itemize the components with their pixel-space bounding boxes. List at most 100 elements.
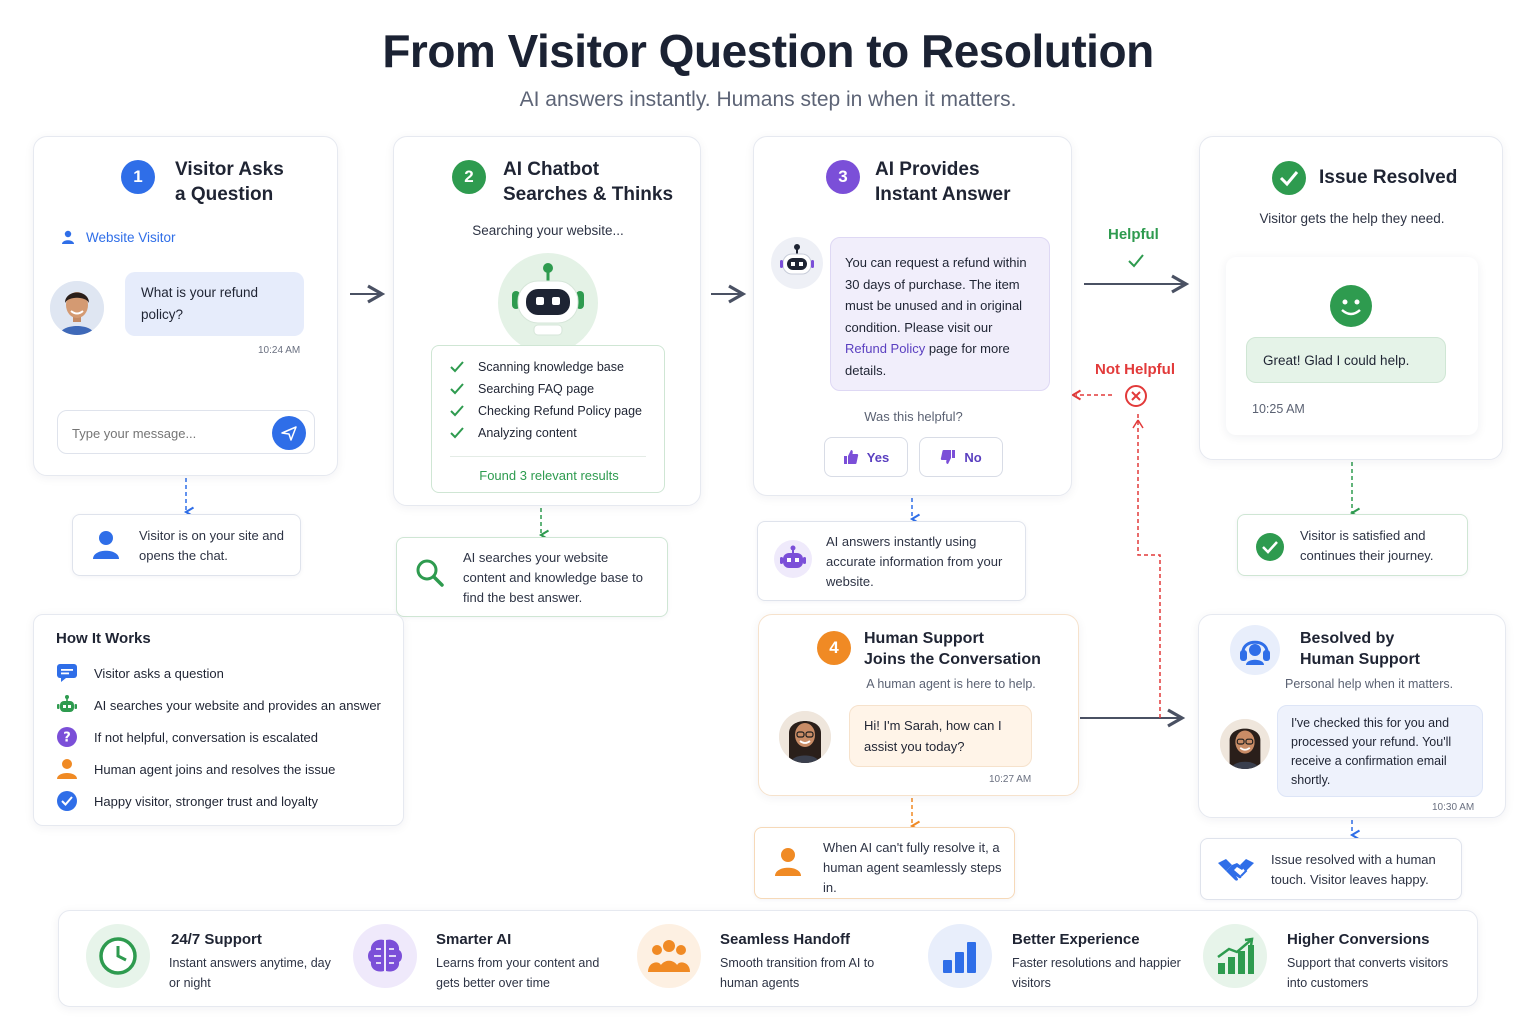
search-checklist-box: Scanning knowledge base Searching FAQ pa… (431, 345, 665, 493)
step1-note-text: Visitor is on your site and opens the ch… (139, 528, 284, 563)
checklist-label: Analyzing content (478, 426, 577, 440)
feature-title: Seamless Handoff (720, 931, 851, 948)
check-icon (1128, 254, 1144, 268)
chat-icon (57, 664, 77, 682)
person-icon (57, 759, 77, 779)
step2-number: 2 (452, 160, 486, 194)
step4-note-text: When AI can't fully resolve it, a human … (823, 840, 1002, 895)
checklist-divider (450, 456, 646, 457)
step3-card: 3 AI Provides Instant Answer You can req… (753, 136, 1072, 496)
how-item-label: If not helpful, conversation is escalate… (94, 729, 319, 745)
robot-icon (780, 244, 814, 275)
bot-avatar (771, 237, 823, 289)
human-resolution-time: 10:30 AM (1432, 802, 1475, 813)
check-badge-icon (57, 791, 77, 811)
check-icon (450, 361, 464, 373)
ai-answer-text-end: page for more details. (845, 341, 1010, 378)
person-icon (93, 531, 119, 559)
step1-note: Visitor is on your site and opens the ch… (72, 514, 301, 576)
how-item-label: Human agent joins and resolves the issue (94, 761, 336, 777)
check-icon (450, 427, 464, 439)
step3-title: AI Provides Instant Answer (875, 159, 1011, 205)
send-icon (281, 426, 297, 441)
human-resolved-note: Issue resolved with a human touch. Visit… (1200, 838, 1462, 900)
how-item: Human agent joins and resolves the issue (56, 758, 335, 780)
feature-icon-badge (1203, 924, 1267, 988)
how-item: Visitor asks a question (56, 662, 224, 684)
no-label: No (964, 449, 982, 465)
step4-title: Human Support Joins the Conversation (864, 630, 1041, 668)
checklist-item: Analyzing content (450, 426, 577, 440)
feature-description: Support that converts visitors into cust… (1287, 956, 1449, 990)
headset-badge (1230, 625, 1280, 675)
check-circle-icon (1256, 533, 1284, 561)
step2-status: Searching your website... (472, 223, 624, 238)
user-icon (62, 230, 74, 244)
send-button[interactable] (272, 416, 306, 450)
feature-title: 24/7 Support (171, 931, 262, 948)
feature-title: Higher Conversions (1287, 931, 1430, 948)
how-item: AI searches your website and provides an… (56, 694, 381, 716)
visitor-question-time: 10:24 AM (258, 345, 301, 356)
website-visitor-label: Website Visitor (60, 229, 176, 245)
how-item: ? If not helpful, conversation is escala… (56, 726, 318, 748)
visitor-question-bubble: What is your refund policy? (125, 272, 304, 336)
checklist-label: Searching FAQ page (478, 382, 595, 396)
robot-badge (774, 540, 812, 578)
step1-number: 1 (121, 160, 155, 194)
helpful-question: Was this helpful? (864, 409, 963, 424)
page-subtitle: AI answers instantly. Humans step in whe… (519, 88, 1017, 111)
human-resolution-bubble: I've checked this for you and processed … (1277, 705, 1483, 797)
yes-label: Yes (866, 449, 890, 465)
page-title: From Visitor Question to Resolution (382, 25, 1154, 77)
agent-avatar (1220, 719, 1270, 769)
step4-subtitle: A human agent is here to help. (866, 677, 1036, 691)
feature-icon-badge (86, 924, 150, 988)
checklist-item: Searching FAQ page (450, 382, 594, 396)
brain-icon (368, 939, 402, 972)
search-result-count: Found 3 relevant results (479, 468, 619, 483)
man-avatar-icon (50, 281, 104, 335)
no-button[interactable]: No (919, 437, 1003, 477)
robot-icon (780, 545, 806, 568)
question-icon: ? (57, 727, 77, 747)
feature-icon-badge (637, 924, 701, 988)
yes-button[interactable]: Yes (824, 437, 908, 477)
visitor-label-text: Website Visitor (86, 229, 176, 245)
feature-description: Instant answers anytime, day or night (169, 956, 331, 990)
checklist-label: Checking Refund Policy page (478, 404, 642, 418)
step1-card: 1 Visitor Asks a Question Website Visito… (33, 136, 338, 476)
growth-chart-icon (1217, 937, 1254, 974)
search-icon (416, 559, 444, 587)
woman-avatar-icon (779, 711, 831, 763)
ai-answer-text: You can request a refund within 30 days … (845, 255, 1027, 335)
human-resolved-title: Besolved by Human Support (1300, 630, 1420, 668)
close-circle-icon (1125, 385, 1147, 407)
feature-icon-badge (928, 924, 992, 988)
refund-policy-link[interactable]: Refund Policy (845, 341, 926, 356)
person-icon (775, 848, 801, 876)
handshake-icon (1218, 859, 1254, 881)
step4-note: When AI can't fully resolve it, a human … (754, 827, 1015, 899)
how-item-label: Visitor asks a question (94, 665, 224, 681)
checklist-label: Scanning knowledge base (478, 360, 624, 374)
feature-description: Smooth transition from AI to human agent… (720, 956, 875, 990)
thumbs-down-icon (941, 450, 956, 464)
check-icon (450, 383, 464, 395)
resolved-note-text: Visitor is satisfied and continues their… (1300, 528, 1434, 563)
resolved-chat-panel: Great! Glad I could help. 10:25 AM (1226, 257, 1478, 435)
ai-answer-bubble: You can request a refund within 30 days … (830, 237, 1050, 391)
thumbs-up-icon (843, 450, 858, 464)
how-it-works-panel: How It Works Visitor asks a question AI … (33, 614, 404, 826)
chat-message-input[interactable] (72, 423, 262, 443)
step1-title: Visitor Asks a Question (175, 159, 284, 205)
feature-description: Faster resolutions and happier visitors (1012, 956, 1181, 990)
human-resolved-card: Besolved by Human Support Personal help … (1198, 614, 1506, 818)
resolved-note: Visitor is satisfied and continues their… (1237, 514, 1468, 576)
step3-note: AI answers instantly using accurate info… (757, 521, 1026, 601)
svg-text:?: ? (63, 731, 71, 746)
how-it-works-title: How It Works (56, 630, 151, 647)
chat-input-box (57, 410, 315, 454)
feature-title: Smarter AI (436, 931, 512, 948)
